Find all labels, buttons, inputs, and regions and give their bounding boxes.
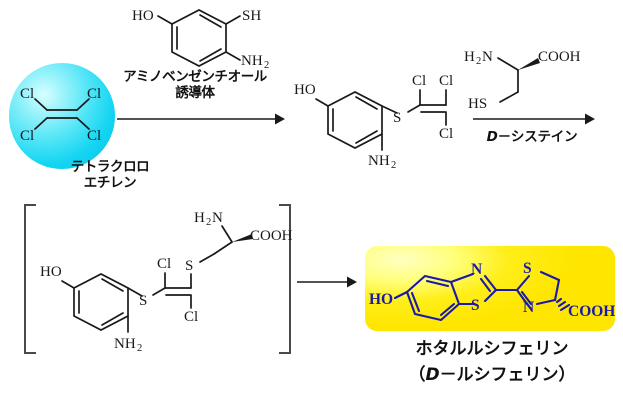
atom-label-s-benzothiazole: S	[471, 297, 480, 314]
atom-label-cl-2: Cl	[439, 73, 453, 89]
label-tetrachloroethylene: テトラクロロ エチレン	[70, 159, 150, 191]
stereo-wedge-bond	[232, 234, 253, 242]
atom-label-h2n-sub: 2	[206, 217, 211, 228]
atom-label-hs: HS	[468, 96, 487, 112]
atom-label-n-benzothiazole: N	[471, 261, 482, 278]
atom-label-nh2: NH	[114, 336, 136, 352]
atom-label-nh2-sub: 2	[137, 343, 142, 354]
atom-label-nh2: NH	[368, 153, 390, 169]
atom-label-s-cysteine: S	[185, 258, 193, 274]
atom-label-n-thiazoline: N	[523, 299, 534, 316]
atom-label-cl-2: Cl	[87, 86, 101, 102]
product-name-line2: （D－ルシフェリン）	[375, 363, 609, 387]
stereo-wedge-bond	[518, 58, 540, 70]
bracketed-intermediate-structure: HO NH 2 S Cl Cl S H	[40, 206, 293, 354]
product-name-rest: －ルシフェリン）	[439, 365, 576, 385]
reaction-arrow-2	[473, 110, 595, 128]
atom-label-ho: HO	[369, 291, 393, 308]
atom-label-cl-2: Cl	[184, 309, 198, 325]
luciferin-structure: HO N S S N COOH	[365, 246, 615, 331]
atom-label-cooh: COOH	[568, 303, 615, 320]
atom-label-cl-1: Cl	[412, 73, 426, 89]
atom-label-cl-1: Cl	[20, 86, 34, 102]
atom-label-nh2: NH	[241, 53, 263, 69]
product-name-line1: ホタルルシフェリン	[415, 339, 569, 359]
aminobenzenethiol-structure: HO SH NH 2	[124, 2, 274, 71]
atom-label-cl-1: Cl	[157, 256, 171, 272]
atom-label-sh: SH	[242, 8, 261, 24]
trichlorovinyl-sulfide-structure: HO NH 2 S Cl Cl Cl	[294, 66, 468, 171]
atom-label-h2n-sub: 2	[476, 56, 481, 67]
reagent-label-d-cysteine: D－システイン	[462, 129, 602, 146]
reaction-arrow-3	[297, 273, 357, 291]
label-d-italic: D	[486, 129, 498, 145]
atom-label-s-thioether: S	[393, 110, 401, 126]
tetrachloroethylene-structure: Cl Cl Cl Cl	[9, 63, 115, 169]
atom-label-ho: HO	[294, 82, 316, 98]
tetrachloroethylene-sphere	[9, 63, 115, 169]
reagent-label-aminobenzenethiol: アミノベンゼンチオール 誘導体	[123, 69, 267, 101]
d-cysteine-structure: H 2 N COOH HS	[462, 40, 584, 122]
product-name-d-italic: D	[425, 365, 440, 385]
atom-label-s-aryl: S	[139, 293, 147, 309]
atom-label-ho: HO	[132, 8, 154, 24]
atom-label-nh2-sub: 2	[264, 60, 269, 71]
atom-label-h2n-n: N	[212, 210, 223, 226]
atom-label-ho: HO	[40, 264, 62, 280]
atom-label-nh2-sub: 2	[391, 160, 396, 171]
bracket-right	[277, 203, 293, 355]
stereo-hash-bond	[555, 297, 571, 312]
atom-label-cl-3: Cl	[439, 126, 453, 142]
atom-label-cl-3: Cl	[20, 128, 34, 144]
product-highlight-box	[365, 246, 615, 331]
atom-label-h2n-n: N	[482, 49, 493, 65]
reaction-arrow-1	[117, 110, 285, 128]
atom-label-cooh: COOH	[250, 228, 293, 244]
atom-label-h2n: H	[464, 49, 475, 65]
atom-label-h2n: H	[194, 210, 205, 226]
product-name-paren-open: （	[408, 365, 426, 385]
atom-label-cl-4: Cl	[87, 128, 101, 144]
label-cysteine-rest: －システイン	[497, 129, 578, 145]
bracket-left	[22, 203, 38, 355]
atom-label-cooh: COOH	[538, 49, 581, 65]
atom-label-s-thiazoline: S	[523, 260, 532, 277]
